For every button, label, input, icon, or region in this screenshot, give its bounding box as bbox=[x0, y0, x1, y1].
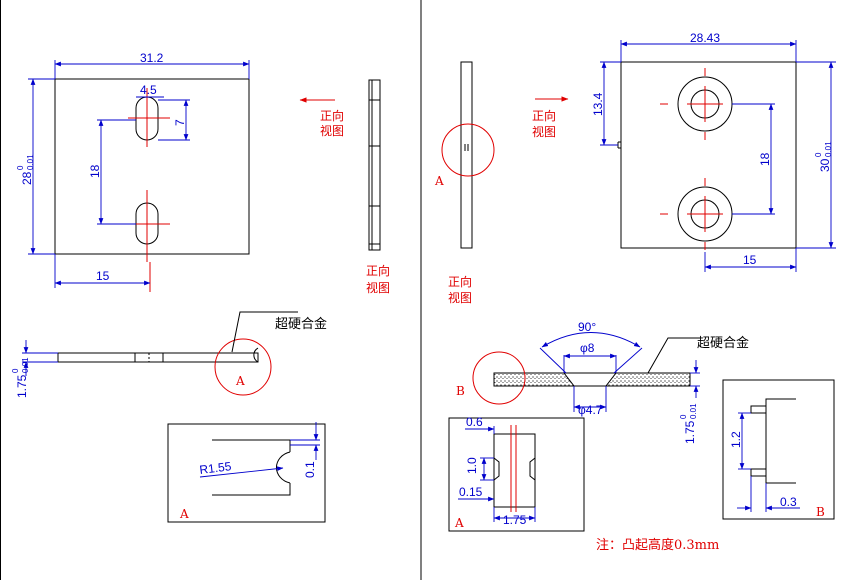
svg-text:0.01: 0.01 bbox=[26, 154, 35, 170]
svg-text:视图: 视图 bbox=[448, 290, 472, 305]
height-dim-label: 28 bbox=[20, 171, 34, 185]
svg-text:0: 0 bbox=[679, 414, 688, 419]
top-offset-label: 13.4 bbox=[591, 92, 605, 116]
offset-label: 15 bbox=[743, 253, 757, 267]
right-plate-view: 28.43 30 0 0.01 13.4 18 15 bbox=[591, 31, 836, 272]
detail-a-label: A bbox=[179, 507, 189, 521]
leader-line bbox=[231, 311, 298, 353]
svg-text:0.01: 0.01 bbox=[689, 403, 698, 419]
angle-dimension bbox=[541, 332, 641, 348]
left-side-view bbox=[368, 79, 381, 251]
svg-text:0: 0 bbox=[814, 152, 823, 157]
svg-text:0.3: 0.3 bbox=[780, 495, 797, 509]
svg-text:0.01: 0.01 bbox=[21, 357, 30, 373]
front-view-label-bottom: 正向 bbox=[366, 263, 390, 278]
radius-leader bbox=[199, 466, 284, 478]
right-side-view: A bbox=[434, 61, 495, 249]
detail-a-marker: A bbox=[434, 174, 444, 188]
detail-plate bbox=[493, 433, 536, 508]
right-section-view: 90° φ8 φ4.7 超硬合金 B 1.75 0 0.01 bbox=[456, 320, 749, 444]
left-detail-a: 0.1 R1.55 A bbox=[167, 422, 326, 523]
detail-a-callout-circle bbox=[214, 338, 272, 396]
slot-width-label: 4.5 bbox=[140, 83, 157, 97]
bump-left bbox=[493, 457, 500, 481]
width-dim-label: 31.2 bbox=[140, 51, 164, 65]
hole-spacing-label: 18 bbox=[88, 164, 102, 178]
diameter-label: φ8 bbox=[580, 341, 595, 355]
svg-text:0.6: 0.6 bbox=[466, 415, 483, 429]
detail-b-callout-circle bbox=[472, 351, 526, 405]
detail-a-frame bbox=[167, 423, 326, 523]
detail-a-label: A bbox=[454, 516, 464, 530]
slot-length-label: 7 bbox=[173, 119, 187, 126]
front-view-label-bottom: 正向 bbox=[448, 274, 472, 289]
detail-b-profile bbox=[765, 398, 796, 484]
svg-text:1.2: 1.2 bbox=[729, 431, 743, 448]
right-detail-a: 0.6 1.0 0.15 1.75 A bbox=[448, 415, 585, 532]
plate-outline bbox=[620, 61, 797, 249]
gap-label: 0.1 bbox=[303, 461, 317, 478]
bottom-slot bbox=[135, 202, 159, 245]
thickness-label: 1.75 bbox=[15, 374, 29, 398]
bump-right bbox=[529, 457, 536, 481]
side-view-outline bbox=[460, 61, 473, 249]
svg-text:视图: 视图 bbox=[366, 280, 390, 295]
svg-text:1.75: 1.75 bbox=[503, 513, 527, 527]
detail-b-label: B bbox=[816, 505, 825, 519]
front-view-label: 正向 bbox=[532, 108, 556, 123]
detail-a-marker: A bbox=[235, 374, 245, 388]
left-section-view: 1.75 0 0.01 A 超硬合金 bbox=[11, 311, 327, 398]
svg-text:0.01: 0.01 bbox=[824, 141, 833, 157]
radius-arc bbox=[275, 451, 291, 484]
width-dim-label: 28.43 bbox=[690, 31, 720, 45]
section-outline bbox=[57, 352, 259, 363]
carbide-label: 超硬合金 bbox=[275, 316, 327, 332]
detail-a-callout-circle bbox=[441, 123, 495, 177]
svg-text:视图: 视图 bbox=[532, 124, 556, 139]
left-plate-view: 31.2 28 0 0.01 4.5 7 18 15 bbox=[16, 51, 250, 292]
svg-text:1.0: 1.0 bbox=[465, 457, 479, 474]
svg-text:视图: 视图 bbox=[320, 123, 344, 138]
detail-b-marker: B bbox=[456, 384, 465, 398]
hatched-section-right bbox=[604, 372, 691, 387]
height-dim-label: 30 bbox=[818, 158, 832, 172]
detail-b-frame bbox=[722, 379, 835, 520]
hole-diameter-label: φ4.7 bbox=[578, 403, 603, 417]
offset-label: 15 bbox=[96, 269, 110, 283]
radius-label: R1.55 bbox=[199, 459, 233, 477]
hole-spacing-label: 18 bbox=[758, 152, 772, 166]
side-view-outline bbox=[368, 79, 381, 251]
detail-a-frame bbox=[448, 417, 585, 532]
thickness-label: 1.75 bbox=[683, 420, 697, 444]
svg-text:0: 0 bbox=[16, 165, 25, 170]
plate-outline bbox=[54, 78, 250, 255]
svg-text:0.15: 0.15 bbox=[459, 485, 483, 499]
leader-line bbox=[647, 337, 700, 374]
svg-text:0: 0 bbox=[11, 368, 20, 373]
top-slot bbox=[135, 96, 159, 141]
carbide-label: 超硬合金 bbox=[697, 335, 749, 351]
hatched-section-left bbox=[493, 372, 576, 387]
front-view-label: 正向 bbox=[320, 108, 344, 123]
angle-label: 90° bbox=[578, 320, 596, 334]
protrusion-note: 注：凸起高度0.3mm bbox=[596, 537, 719, 553]
right-detail-b: 1.2 0.3 B bbox=[722, 379, 835, 520]
